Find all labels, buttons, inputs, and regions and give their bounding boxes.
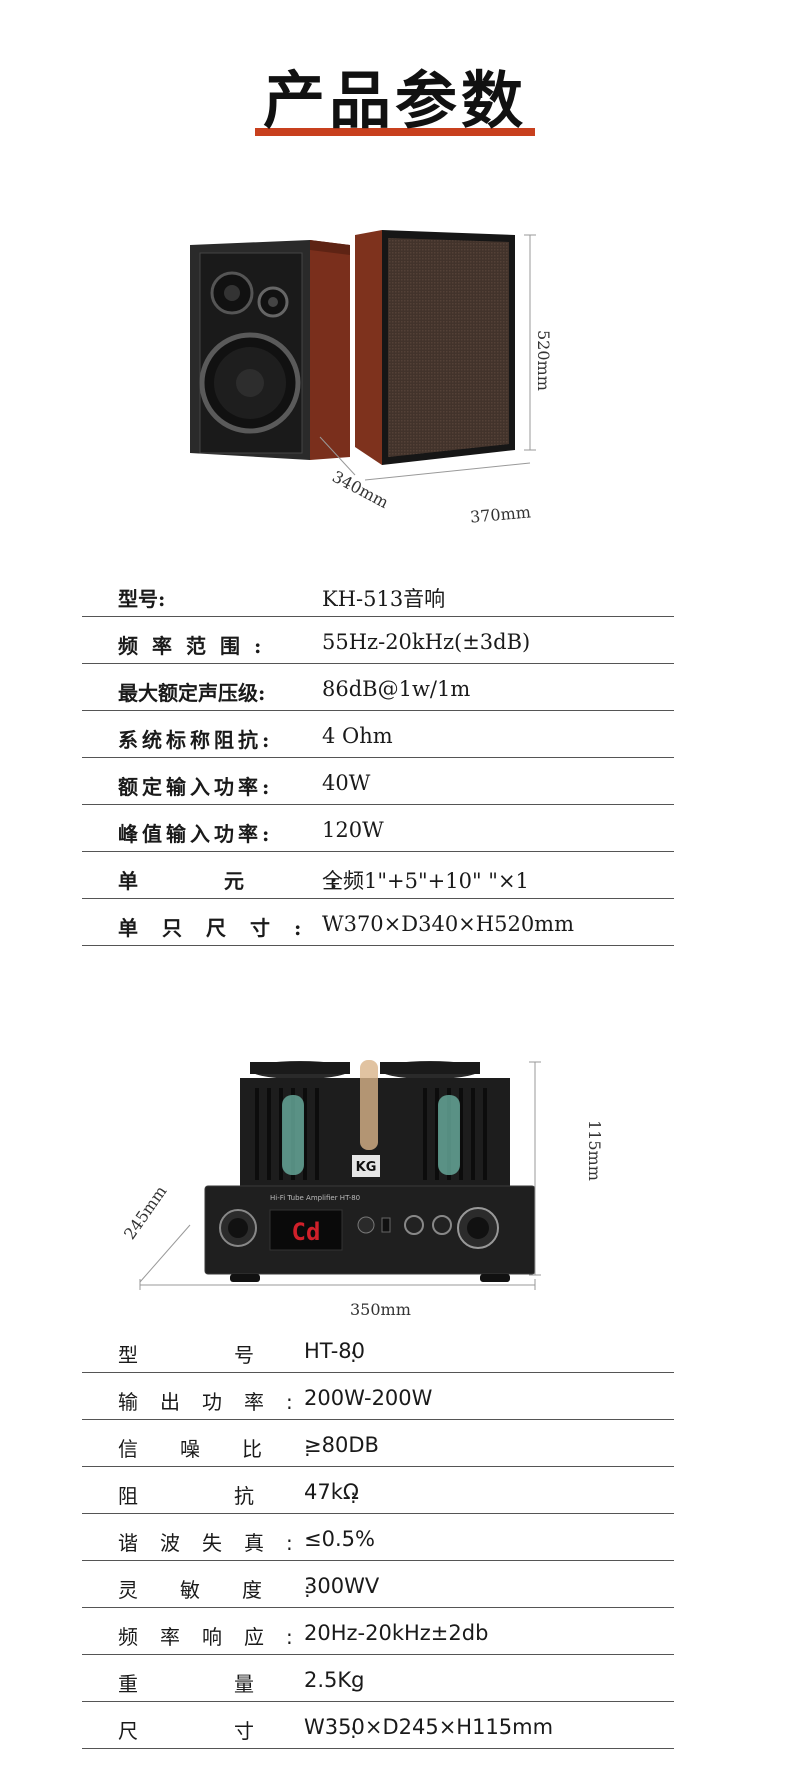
spec-row: 重量:2.5Kg (82, 1655, 674, 1702)
spec-value: 全频1"+5"+10" "×1 (322, 869, 529, 893)
spec-label: 频率响应: (118, 1625, 315, 1649)
bass-knob (404, 1215, 424, 1235)
led-display-text: Cd (292, 1218, 321, 1246)
spec-value: 40W (322, 771, 371, 795)
spec-value: ≥80DB (304, 1433, 379, 1457)
tube-left (282, 1095, 304, 1175)
speaker-front-view (190, 240, 350, 460)
amplifier-spec-table: 型号:HT-80 输出功率:200W-200W 信噪比:≥80DB 阻抗:47k… (82, 1326, 674, 1749)
spec-value: 47kΩ (304, 1480, 359, 1504)
spec-label: 频率范围: (118, 634, 276, 658)
spec-label: 峰值输入功率: (118, 822, 274, 846)
spec-label: 最大额定声压级: (118, 681, 266, 705)
spec-label: 谐波失真: (118, 1531, 315, 1555)
speaker-pair-image (190, 230, 536, 481)
spec-label: 尺寸: (118, 1719, 453, 1743)
amplifier-dimension-lines (139, 1061, 541, 1290)
spec-value: W370×D340×H520mm (322, 912, 574, 936)
spec-label: 型号: (118, 1343, 453, 1367)
spec-label: 输出功率: (118, 1390, 315, 1414)
spec-value: 4 Ohm (322, 724, 393, 748)
spec-row: 额定输入功率: 40W (82, 758, 674, 805)
title-section: 产品参数 (0, 70, 790, 136)
tube-center (360, 1060, 378, 1150)
spec-label: 重量: (118, 1672, 453, 1696)
panel-model-text: Hi-Fi Tube Amplifier HT-80 (270, 1194, 360, 1202)
spec-row: 谐波失真:≤0.5% (82, 1514, 674, 1561)
treble-knob (432, 1215, 452, 1235)
spec-value: 20Hz-20kHz±2db (304, 1621, 489, 1645)
amplifier-body: KG Hi-Fi Tube Amplifier HT-80 Cd (204, 1060, 536, 1282)
speaker-dimension-lines (319, 234, 536, 481)
page-title-text: 产品参数 (262, 64, 527, 137)
spec-row: 型号:HT-80 (82, 1326, 674, 1373)
spec-row: 峰值输入功率: 120W (82, 805, 674, 852)
brand-logo: KG (356, 1160, 377, 1175)
spec-value: 2.5Kg (304, 1668, 365, 1692)
spec-value: W350×D245×H115mm (304, 1715, 554, 1739)
spec-row: 最大额定声压级: 86dB@1w/1m (82, 664, 674, 711)
usb-port (381, 1217, 391, 1233)
spec-value: 300WV (304, 1574, 380, 1598)
spec-row: 尺寸:W350×D245×H115mm (82, 1702, 674, 1749)
speaker-grille-view (355, 230, 515, 465)
amp-width-label: 350mm (350, 1300, 411, 1319)
spec-label: 阻抗: (118, 1484, 453, 1508)
spec-label: 额定输入功率: (118, 775, 274, 799)
spec-row: 输出功率:200W-200W (82, 1373, 674, 1420)
spec-row: 阻抗:47kΩ (82, 1467, 674, 1514)
page-title: 产品参数 (254, 70, 535, 136)
spec-value: HT-80 (304, 1339, 365, 1363)
spec-label: 型号: (118, 587, 166, 611)
spec-row: 频率范围: 55Hz-20kHz(±3dB) (82, 617, 674, 664)
amp-height-label: 115mm (585, 1120, 604, 1181)
spec-value: KH-513音响 (322, 587, 446, 611)
tube-right (438, 1095, 460, 1175)
spec-row: 单元:全频1"+5"+10" "×1 (82, 852, 674, 899)
spec-value: 120W (322, 818, 384, 842)
spec-row: 灵敏度:300WV (82, 1561, 674, 1608)
spec-value: 86dB@1w/1m (322, 677, 471, 701)
spec-label: 系统标称阻抗: (118, 728, 274, 752)
brand-logo-plate (352, 1155, 380, 1177)
spec-label: 单元: (118, 869, 424, 893)
spec-row: 型号: KH-513音响 (82, 570, 674, 617)
spec-label: 信噪比: (118, 1437, 353, 1461)
amplifier-image: KG Hi-Fi Tube Amplifier HT-80 Cd (139, 1060, 541, 1290)
speaker-height-label: 520mm (534, 330, 553, 391)
spec-row: 系统标称阻抗: 4 Ohm (82, 711, 674, 758)
spec-value: 200W-200W (304, 1386, 433, 1410)
spec-value: ≤0.5% (304, 1527, 375, 1551)
title-underline (254, 128, 535, 136)
spec-row: 单只尺寸:W370×D340×H520mm (82, 899, 674, 946)
spec-label: 灵敏度: (118, 1578, 353, 1602)
spec-row: 信噪比:≥80DB (82, 1420, 674, 1467)
speaker-spec-table: 型号: KH-513音响 频率范围: 55Hz-20kHz(±3dB) 最大额定声压… (82, 570, 674, 946)
spec-value: 55Hz-20kHz(±3dB) (322, 630, 531, 654)
led-display (269, 1209, 343, 1251)
power-button (357, 1216, 375, 1234)
spec-label: 单只尺寸: (118, 916, 326, 940)
spec-row: 频率响应:20Hz-20kHz±2db (82, 1608, 674, 1655)
